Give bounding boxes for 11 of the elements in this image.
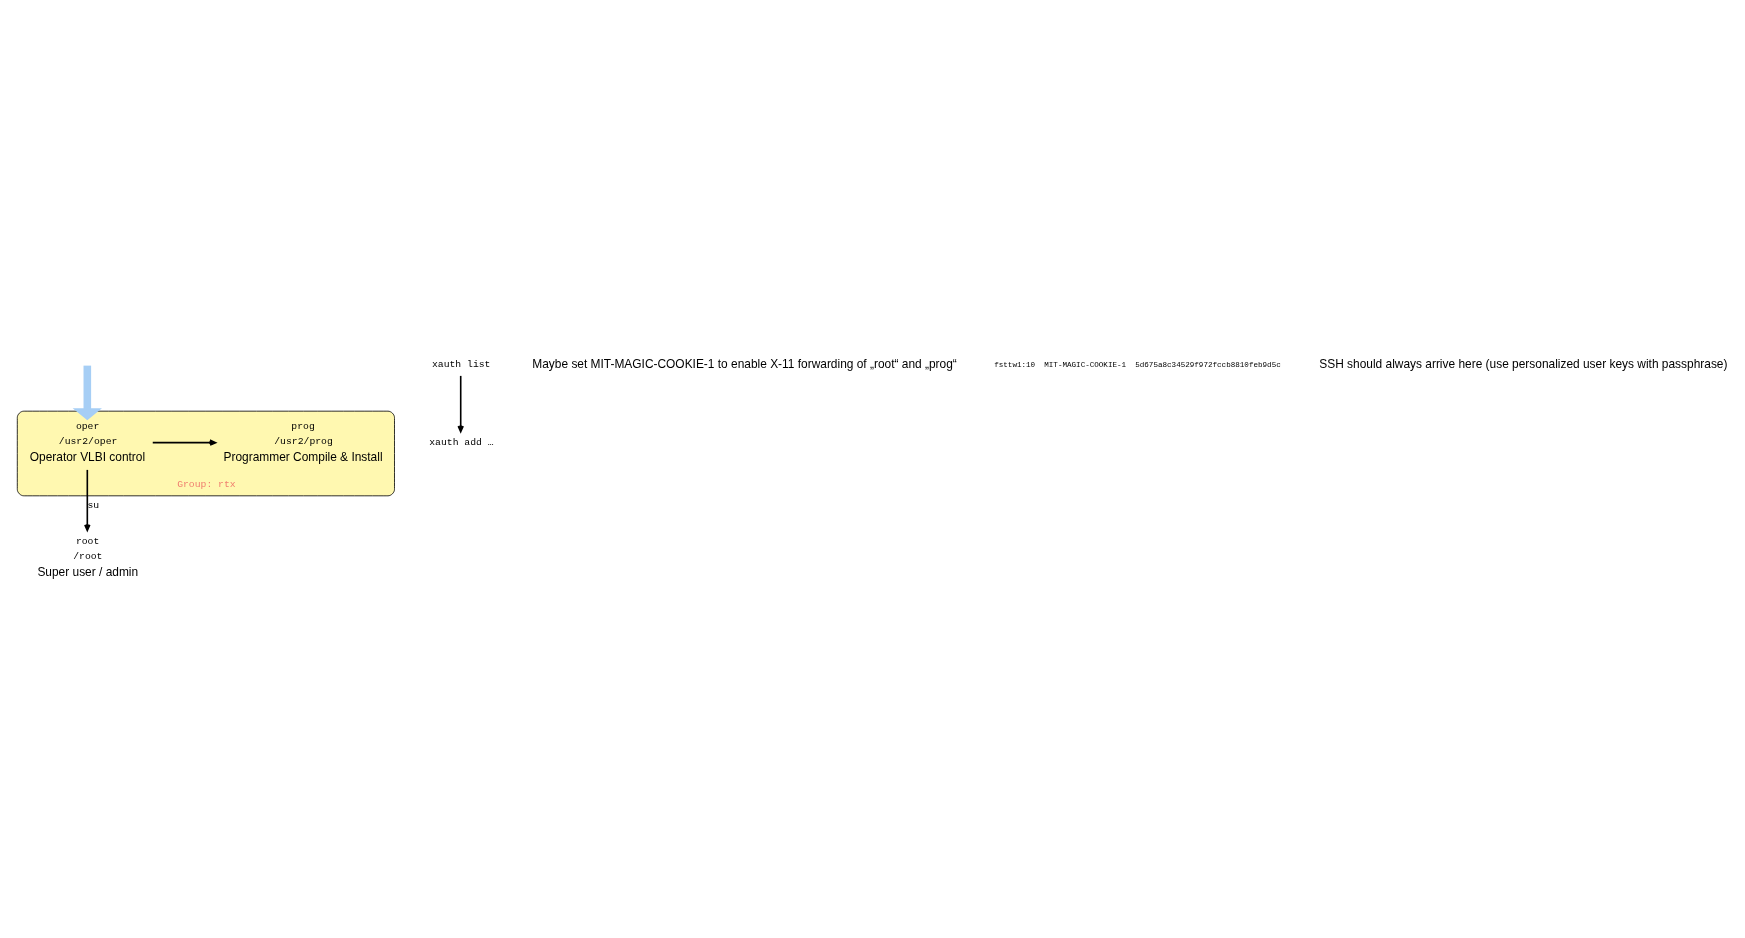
label: SSH should always arrive here (use personalized user keys with passphrase): [1319, 356, 1728, 371]
node-text: root /root Super user / admin: [37, 535, 139, 579]
arrow: [457, 374, 464, 432]
label: Maybe set MIT-MAGIC-COOKIE-1 to enable X-11 forwarding of „root“ and „prog“: [532, 356, 957, 371]
node-text: prog /usr2/prog Programmer Compile & Install: [223, 420, 383, 464]
edge-label: su: [87, 499, 100, 511]
node-text: xauth add …: [429, 436, 494, 448]
node-text: oper /usr2/oper Operator VLBI control: [29, 420, 146, 464]
arrow: [84, 468, 91, 531]
arrow: [151, 438, 217, 446]
node-text: xauth list: [431, 358, 491, 370]
